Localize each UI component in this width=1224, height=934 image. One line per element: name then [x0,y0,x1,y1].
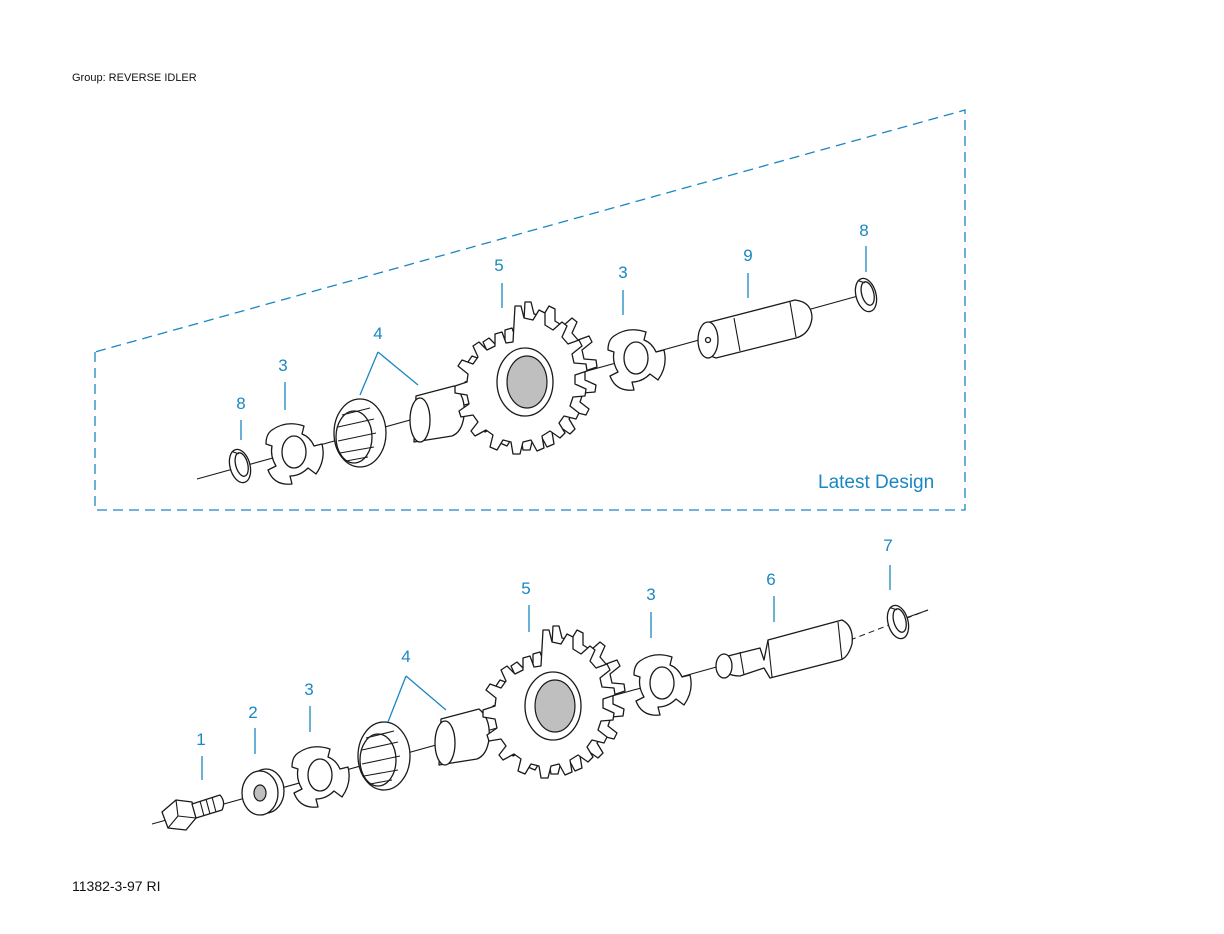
reverse-idler-gear-latest [454,301,598,455]
idler-shaft-previous [715,619,853,679]
previous-design-assembly: 1 2 3 4 5 3 6 7 [151,536,929,831]
figure-code: 11382-3-97 RI [72,878,161,894]
callout-3-lower-right: 3 [646,585,655,604]
callout-4-lower: 4 [401,647,410,666]
callout-3-right: 3 [618,263,627,282]
retaining-ring-left [228,448,252,484]
thrust-washer-right [607,329,666,391]
latest-design-assembly: 8 3 4 5 3 9 8 Latest Design [94,109,966,511]
retaining-ring-previous [886,604,910,640]
callout-3-lower-left: 3 [304,680,313,699]
thrust-washer-lower-right [633,654,692,716]
callout-5-lower: 5 [521,579,530,598]
callout-8-left: 8 [236,394,245,413]
hex-bolt [161,794,225,831]
callout-2: 2 [248,703,257,722]
bushing-sleeve-lower [434,708,490,766]
leader-4b [377,351,419,386]
reverse-idler-gear-previous [482,625,626,779]
flat-washer [241,768,285,816]
group-title: Group: REVERSE IDLER [72,72,197,84]
callout-7: 7 [883,536,892,555]
needle-bearing-lower [357,721,411,791]
callout-3-left: 3 [278,356,287,375]
latest-design-boundary [94,109,966,511]
thrust-washer-lower-left [291,746,350,808]
callout-5: 5 [494,256,503,275]
thrust-washer-left [265,423,324,485]
callout-9: 9 [743,246,752,265]
bushing-sleeve [409,385,465,443]
callout-6: 6 [766,570,775,589]
idler-shaft-latest [697,299,813,359]
callout-8-right: 8 [859,221,868,240]
leader-4a-lower [387,675,407,723]
needle-bearing [333,398,387,468]
callout-1: 1 [196,730,205,749]
leader-4a [359,351,379,396]
retaining-ring-right [854,277,878,313]
leader-4b-lower [405,675,447,711]
callout-4: 4 [373,324,382,343]
latest-design-label: Latest Design [818,472,934,493]
